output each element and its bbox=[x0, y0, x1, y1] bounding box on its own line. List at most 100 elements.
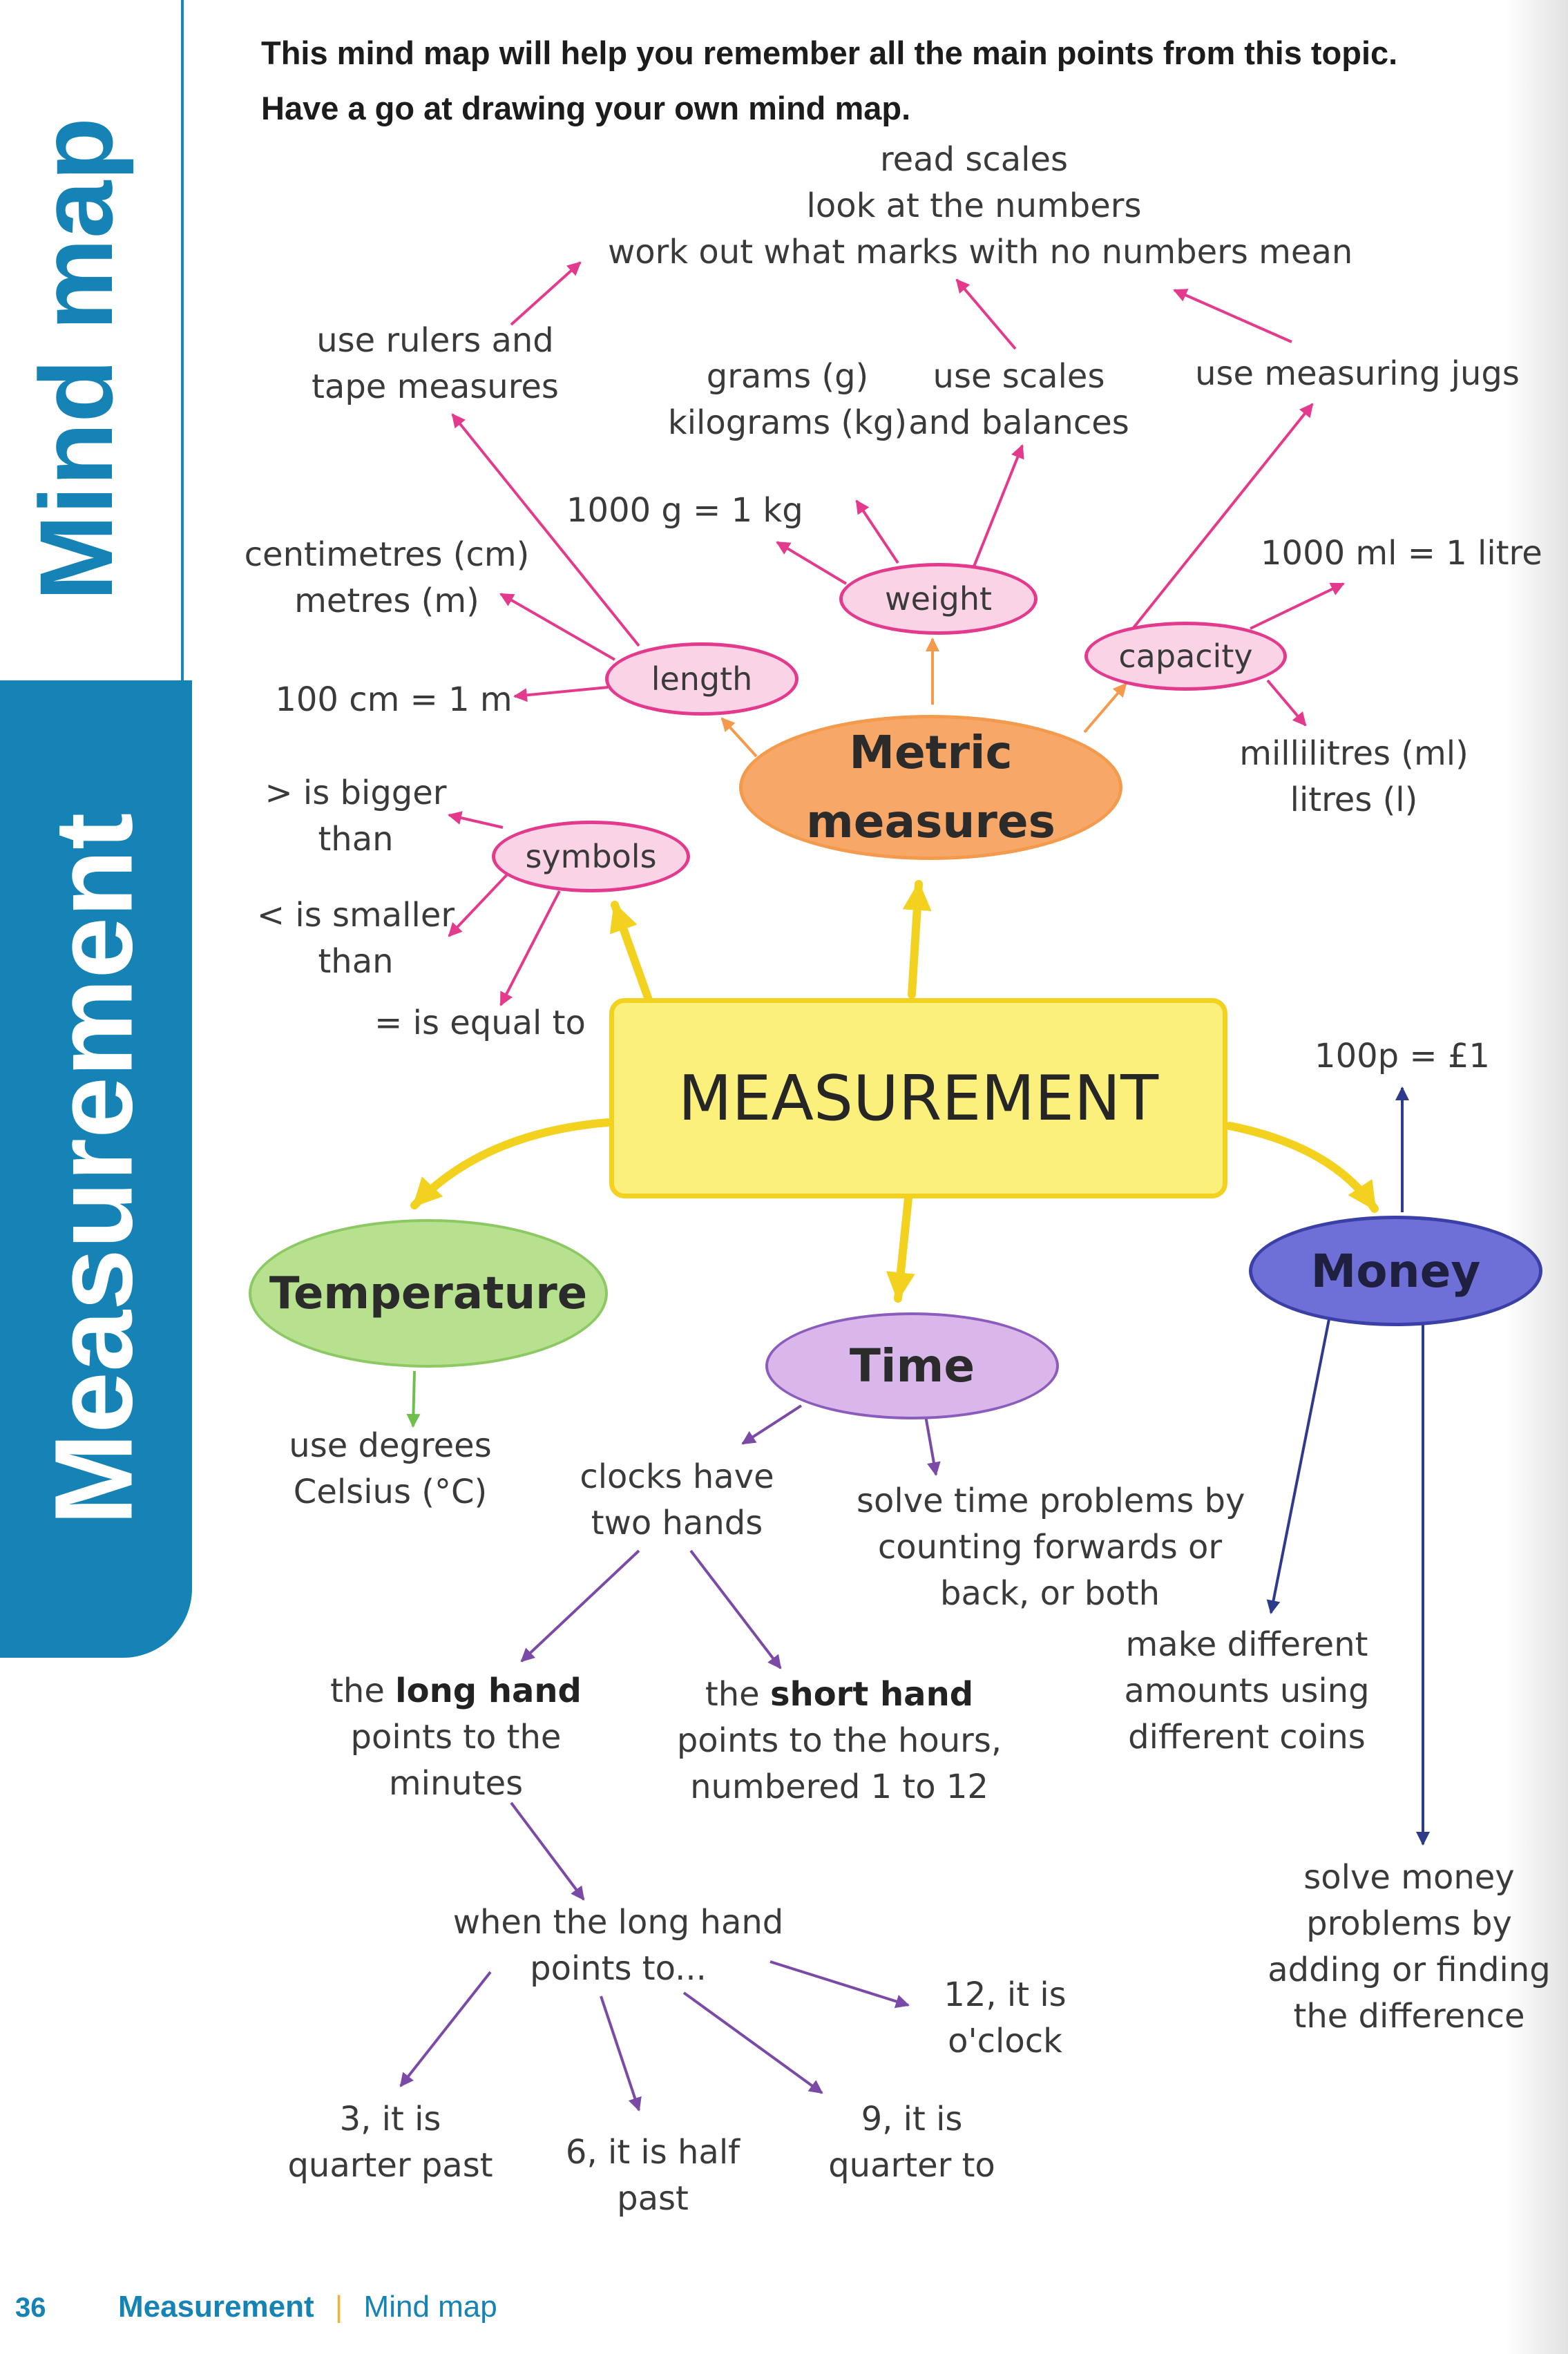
symbols-equal: = is equal to bbox=[374, 1004, 586, 1042]
time-short-word-1: the bbox=[705, 1675, 760, 1714]
money-coins: make different amounts using different c… bbox=[1112, 1622, 1381, 1761]
time-three-line-1: 3, it is bbox=[339, 2100, 441, 2138]
time-twelve-line-2: o'clock bbox=[948, 2022, 1062, 2060]
time-six: 6, it is half past bbox=[556, 2130, 749, 2222]
time-short-line-1: the short hand bbox=[660, 1672, 1019, 1718]
time-six-line-2: past bbox=[617, 2179, 689, 2218]
page-footer: 36 Measurement | Mind map bbox=[15, 2279, 497, 2335]
intro-line-1: This mind map will help you remember all… bbox=[261, 35, 1398, 71]
capacity-units-line-2: litres (l) bbox=[1290, 781, 1418, 819]
arrow-long-when bbox=[510, 1801, 585, 1901]
symbols-bigger: > is bigger than bbox=[262, 770, 449, 863]
capacity-units-line-1: millilitres (ml) bbox=[1239, 734, 1469, 773]
arrow-clocks-short bbox=[689, 1549, 782, 1669]
time-short-word-2: short hand bbox=[769, 1675, 974, 1714]
length-tools-line-2: tape measures bbox=[312, 367, 559, 406]
money-solve-line-4: the difference bbox=[1293, 1997, 1525, 2036]
arrow-money-coins bbox=[1266, 1315, 1331, 1614]
arrow-symbols-bigger bbox=[448, 811, 504, 829]
scales-line-1: read scales bbox=[879, 140, 1069, 179]
arrow-center-symbols bbox=[609, 901, 653, 1006]
temperature-fact: use degrees Celsius (°C) bbox=[273, 1423, 508, 1515]
symbols-smaller-line-2: than bbox=[318, 942, 394, 981]
time-long-word-2: long hand bbox=[395, 1672, 582, 1710]
time-clocks: clocks have two hands bbox=[566, 1454, 787, 1547]
arrow-weight-fact bbox=[776, 541, 848, 585]
intro-text: This mind map will help you remember all… bbox=[261, 26, 1397, 136]
measurement-center-node: MEASUREMENT bbox=[609, 998, 1227, 1198]
arrow-weight-units bbox=[855, 499, 899, 564]
time-solve: solve time problems by counting forwards… bbox=[857, 1478, 1245, 1617]
time-six-line-1: 6, it is half bbox=[565, 2133, 740, 2172]
arrow-jugs-scales bbox=[1173, 289, 1292, 343]
time-when: when the long hand points to... bbox=[452, 1900, 784, 1992]
symbols-bigger-line-1: > is bigger bbox=[265, 774, 447, 812]
length-units-line-2: metres (m) bbox=[294, 582, 479, 620]
sidebar-topic-panel: Measurement bbox=[0, 680, 192, 1658]
arrow-time-solve bbox=[924, 1415, 941, 1476]
symbols-bigger-line-2: than bbox=[318, 820, 394, 859]
money-solve-line-3: adding or finding bbox=[1268, 1951, 1551, 1989]
scales-line-3: work out what marks with no numbers mean bbox=[608, 233, 1353, 271]
sidebar-section-panel: Mind map bbox=[0, 0, 184, 680]
time-nine-line-1: 9, it is bbox=[861, 2100, 963, 2138]
money-solve-line-1: solve money bbox=[1303, 1858, 1515, 1897]
money-node: Money bbox=[1249, 1216, 1542, 1326]
time-node: Time bbox=[765, 1312, 1059, 1419]
weight-units-line-2: kilograms (kg) bbox=[667, 403, 908, 442]
length-node: length bbox=[605, 642, 799, 716]
money-solve-line-2: problems by bbox=[1306, 1904, 1512, 1943]
time-clocks-line-1: clocks have bbox=[580, 1457, 774, 1496]
time-solve-line-3: back, or both bbox=[939, 1574, 1160, 1613]
arrow-length-tools bbox=[451, 413, 640, 647]
time-short-line-2: points to the hours, bbox=[676, 1721, 1002, 1760]
money-coins-line-1: make different bbox=[1125, 1625, 1368, 1664]
arrow-metric-length bbox=[720, 717, 758, 758]
time-solve-line-1: solve time problems by bbox=[857, 1482, 1245, 1520]
time-long-word-1: the bbox=[330, 1672, 385, 1710]
capacity-fact: 1000 ml = 1 litre bbox=[1261, 534, 1542, 573]
arrow-clocks-long bbox=[520, 1549, 640, 1663]
length-fact: 100 cm = 1 m bbox=[275, 680, 513, 719]
arrow-center-time bbox=[886, 1194, 915, 1303]
temperature-node: Temperature bbox=[249, 1219, 608, 1368]
footer-section: Mind map bbox=[363, 2290, 497, 2324]
arrow-symbols-smaller bbox=[448, 869, 513, 937]
scales-line-2: look at the numbers bbox=[806, 186, 1142, 225]
footer-topic: Measurement bbox=[117, 2290, 314, 2324]
arrow-length-units bbox=[499, 593, 615, 661]
arrow-when-three bbox=[399, 1971, 492, 2087]
time-three-line-2: quarter past bbox=[287, 2146, 493, 2185]
money-coins-line-3: different coins bbox=[1128, 1718, 1366, 1757]
time-twelve: 12, it is o'clock bbox=[926, 1972, 1084, 2065]
money-solve: solve money problems by adding or findin… bbox=[1264, 1855, 1554, 2040]
time-when-line-1: when the long hand bbox=[452, 1903, 784, 1942]
arrow-capacity-tools bbox=[1131, 403, 1314, 630]
length-tools: use rulers and tape measures bbox=[297, 318, 573, 410]
weight-tools-line-1: use scales bbox=[933, 357, 1105, 396]
arrow-capacity-fact bbox=[1250, 582, 1345, 630]
time-nine-line-2: quarter to bbox=[828, 2146, 995, 2185]
capacity-node: capacity bbox=[1084, 622, 1287, 691]
symbols-node: symbols bbox=[492, 821, 690, 892]
weight-tools-line-2: and balances bbox=[908, 403, 1129, 442]
scales-notes: read scales look at the numbers work out… bbox=[608, 137, 1353, 276]
time-twelve-line-1: 12, it is bbox=[944, 1975, 1067, 2014]
arrow-capacity-units bbox=[1266, 679, 1307, 727]
arrow-temperature-fact bbox=[406, 1370, 421, 1428]
arrow-metric-capacity bbox=[1083, 682, 1127, 734]
metric-measures-node: Metric measures bbox=[739, 715, 1122, 860]
weight-tools: use scales and balances bbox=[905, 354, 1133, 446]
symbols-smaller: < is smaller than bbox=[256, 892, 456, 985]
capacity-units: millilitres (ml) litres (l) bbox=[1226, 731, 1482, 823]
length-tools-line-1: use rulers and bbox=[316, 321, 554, 360]
symbols-smaller-line-1: < is smaller bbox=[256, 896, 455, 935]
time-nine: 9, it is quarter to bbox=[812, 2096, 1012, 2189]
page-edge-shadow bbox=[1506, 0, 1568, 2354]
time-short-hand: the short hand points to the hours, numb… bbox=[660, 1672, 1019, 1810]
arrow-center-temperature bbox=[410, 1118, 612, 1209]
page-number: 36 bbox=[15, 2293, 46, 2323]
time-long-line-3: minutes bbox=[388, 1764, 524, 1803]
temperature-line-2: Celsius (°C) bbox=[293, 1473, 488, 1511]
